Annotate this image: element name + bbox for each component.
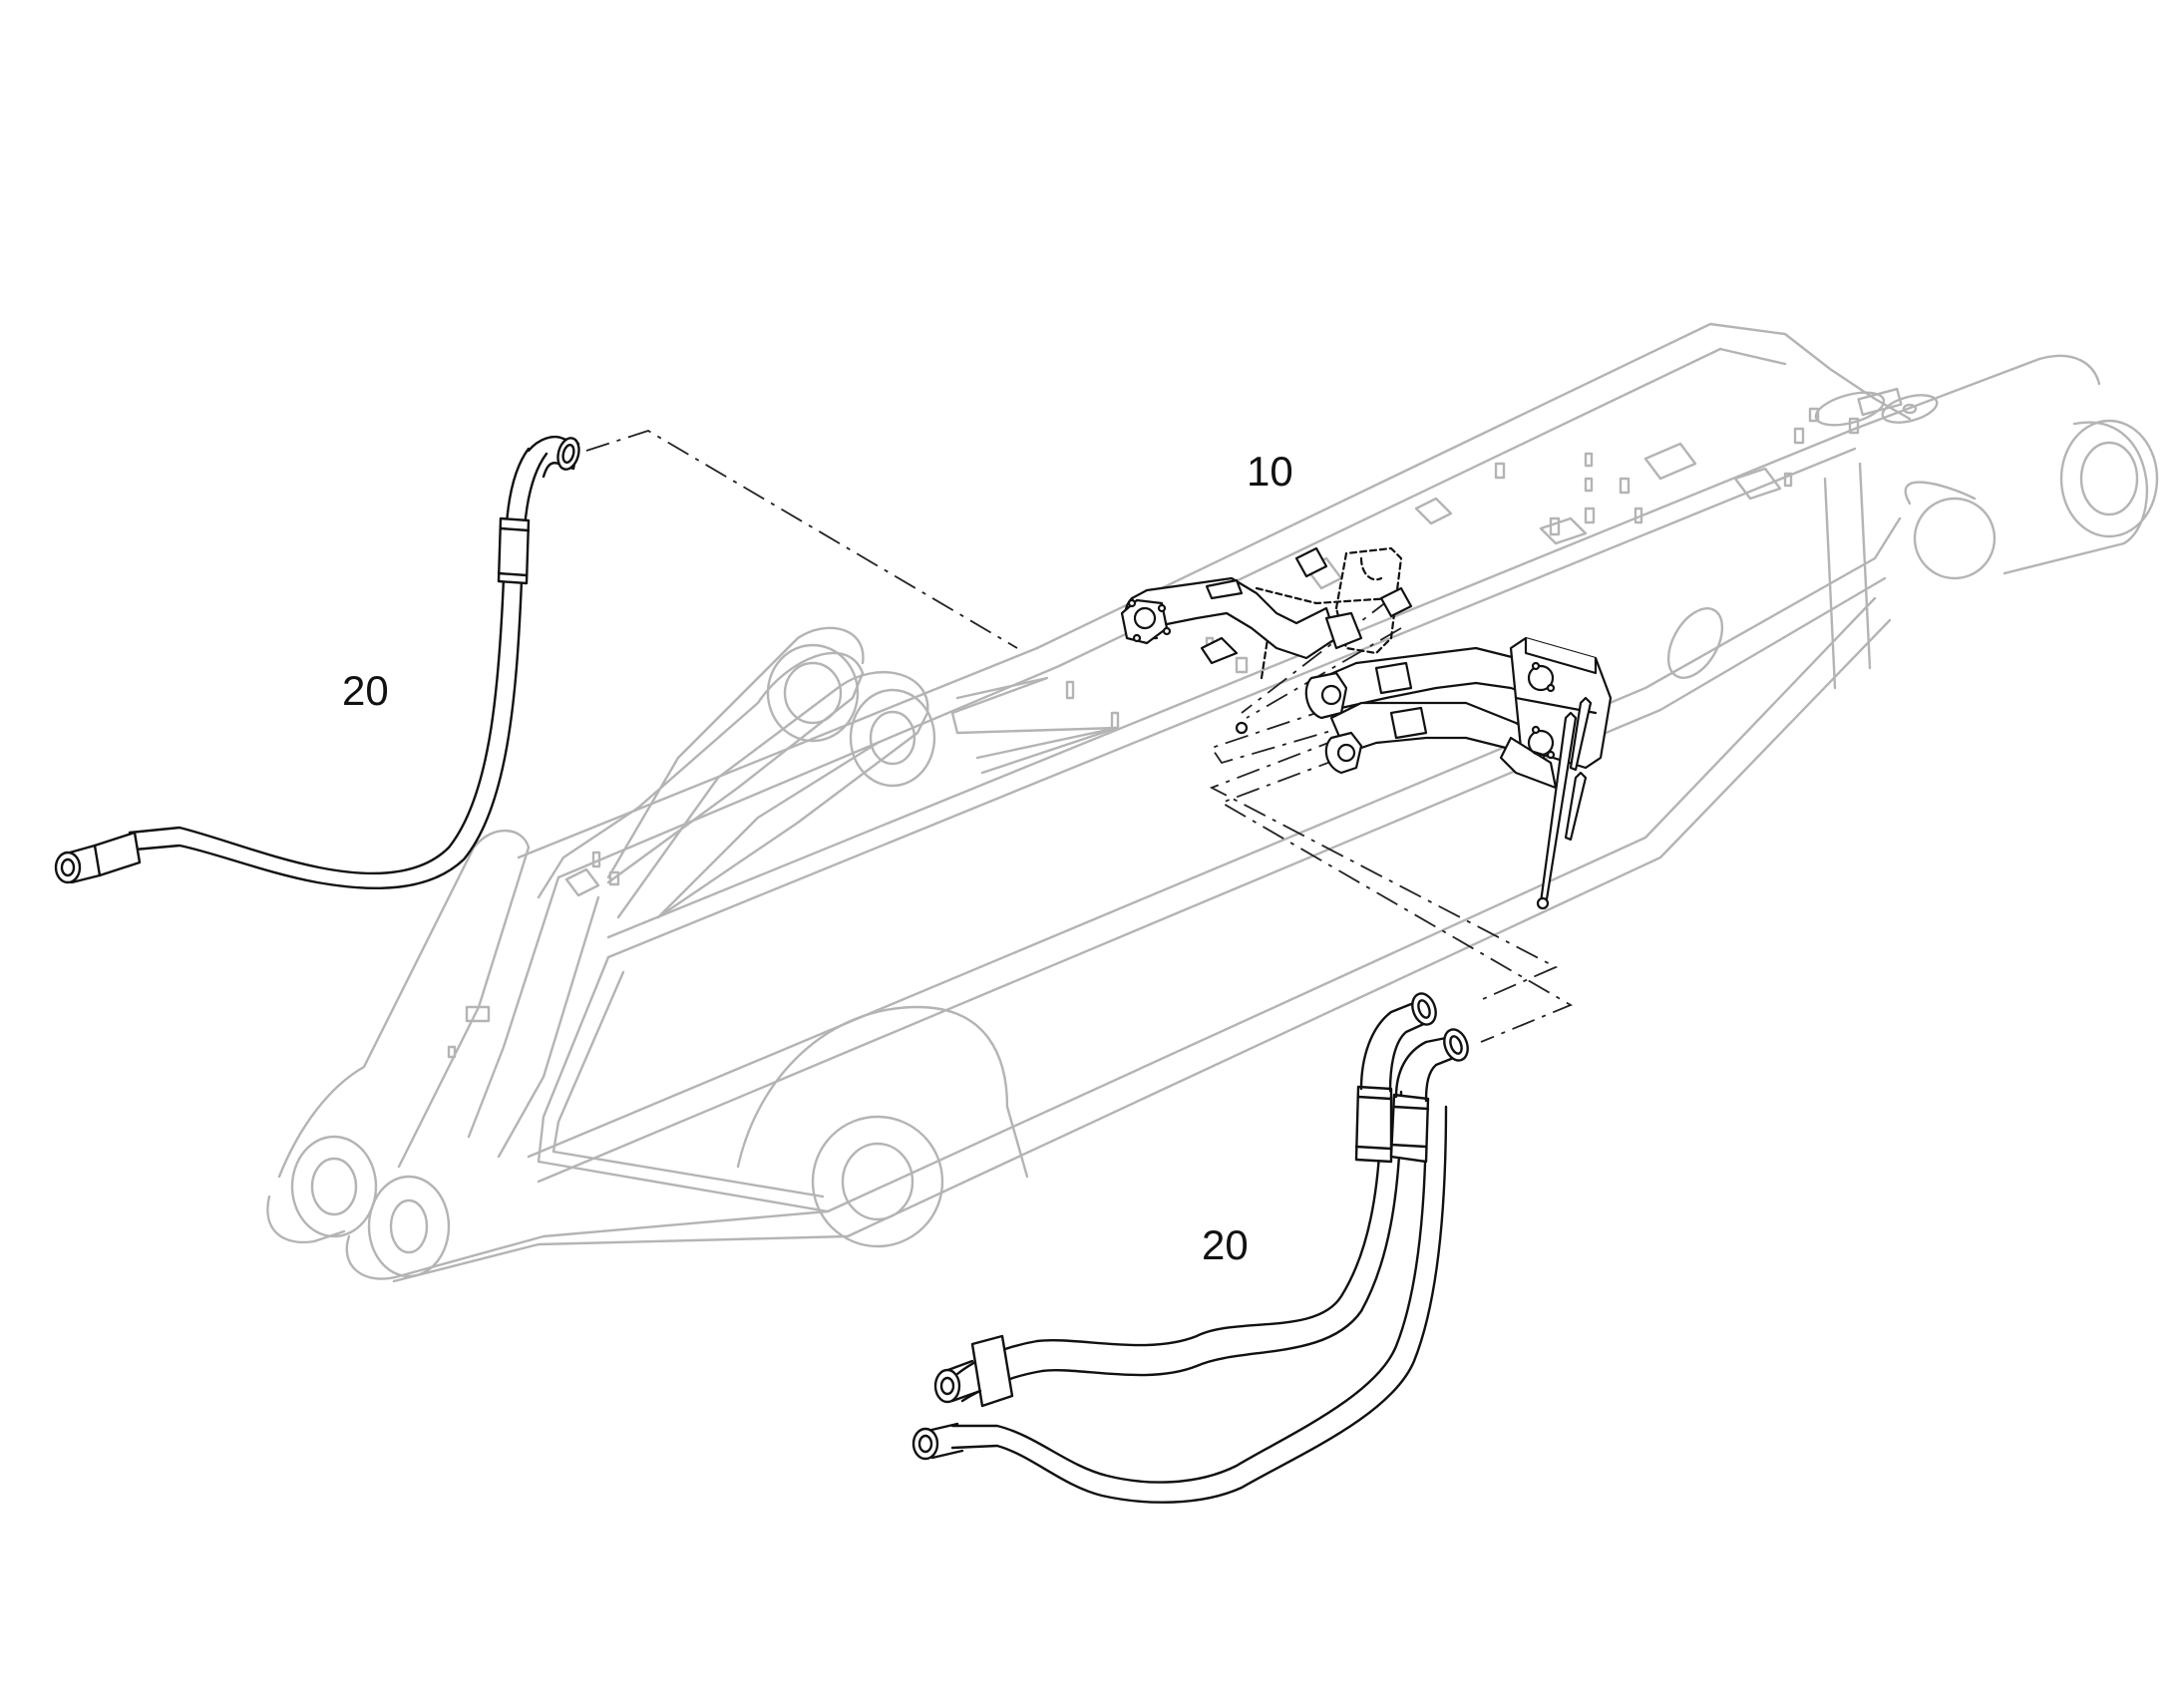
hose-right-pair (911, 992, 1469, 1504)
hose-left (54, 435, 580, 889)
callout-item-20-left: 20 (342, 667, 389, 714)
callout-item-20-right: 20 (1202, 1221, 1249, 1268)
callout-item-10: 10 (1247, 448, 1293, 495)
boom-outline (266, 322, 2159, 1283)
leader-lines (585, 430, 1574, 1043)
pipe-block-assembly (1120, 546, 1613, 910)
